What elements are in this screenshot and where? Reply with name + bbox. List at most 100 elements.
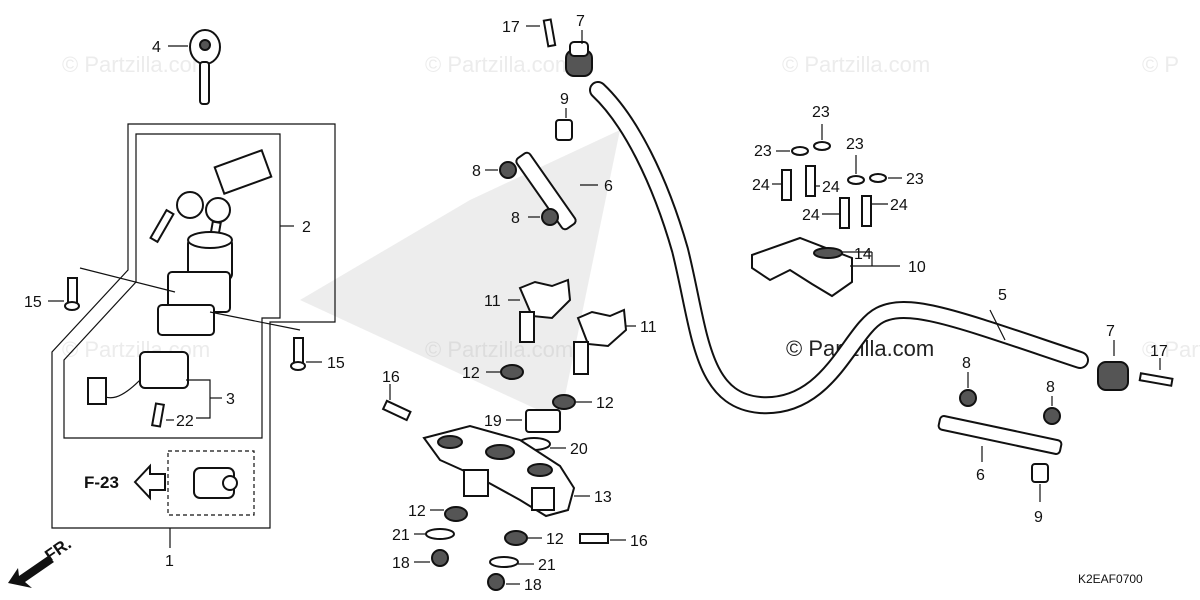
lock-cylinder-part [193, 467, 238, 499]
watermark: © Partzilla.com [62, 52, 210, 77]
reference-box [167, 450, 255, 516]
callout-12: 12 [596, 395, 614, 412]
callout-7: 7 [576, 13, 585, 30]
callout-22: 22 [176, 413, 194, 430]
bolt-part [579, 533, 609, 544]
callout-24: 24 [802, 207, 820, 224]
callout-16: 16 [630, 533, 648, 550]
callout-17: 17 [502, 19, 520, 36]
callout-8: 8 [962, 355, 971, 372]
callout-24: 24 [890, 197, 908, 214]
callout-12: 12 [546, 531, 564, 548]
watermark: © P [1142, 52, 1179, 77]
bushing-part [444, 506, 468, 522]
background-hatch [300, 130, 620, 420]
callout-15: 15 [24, 294, 42, 311]
top-bridge-part [422, 424, 576, 518]
leader-line [79, 267, 176, 293]
bolt-part [542, 18, 557, 48]
callout-1: 1 [165, 553, 174, 570]
bolt-head [290, 361, 306, 371]
bolt-part [781, 169, 792, 201]
callout-23: 23 [846, 136, 864, 153]
nut-part [525, 409, 561, 433]
bolt-head [64, 301, 80, 311]
callout-17: 17 [1150, 343, 1168, 360]
weight-rod-part [937, 415, 1063, 455]
callout-24: 24 [822, 179, 840, 196]
callout-19: 19 [484, 413, 502, 430]
callout-12: 12 [462, 365, 480, 382]
nut-part [1043, 407, 1061, 425]
callout-11: 11 [640, 319, 657, 336]
end-weight-part [1097, 361, 1129, 391]
screw-part [150, 402, 166, 428]
upper-holder-part [751, 236, 853, 298]
callout-4: 4 [152, 39, 161, 56]
callout-8: 8 [1046, 379, 1055, 396]
callout-21: 21 [538, 557, 556, 574]
washer-part [791, 146, 809, 156]
callout-13: 13 [594, 489, 612, 506]
callout-23: 23 [812, 104, 830, 121]
callout-7: 7 [1106, 323, 1115, 340]
reference-label: F-23 [84, 473, 119, 492]
callout-3: 3 [226, 391, 235, 408]
bushing-part [552, 394, 576, 410]
washer-part [847, 175, 865, 185]
watermark: © Partzilla.com [425, 337, 573, 362]
callout-18: 18 [392, 555, 410, 572]
ignition-switch-part [157, 231, 233, 336]
diagram-code: K2EAF0700 [1078, 572, 1143, 586]
front-direction-arrow-icon [8, 556, 54, 588]
callout-9: 9 [560, 91, 569, 108]
callout-2: 2 [302, 219, 311, 236]
bolt-part [839, 197, 850, 229]
callout-20: 20 [570, 441, 588, 458]
callout-9: 9 [1034, 509, 1043, 526]
callout-21: 21 [392, 527, 410, 544]
weight-rod-part [515, 151, 577, 231]
clip-part [1031, 463, 1049, 483]
callout-18: 18 [524, 577, 542, 594]
nut-part [541, 208, 559, 226]
washer-part [489, 556, 519, 568]
watermark: © Partzilla.com [782, 52, 930, 77]
bolt-part [861, 195, 872, 227]
nut-part [959, 389, 977, 407]
bushing-part [500, 364, 524, 380]
end-weight-part [565, 41, 593, 77]
key-set-part [149, 149, 273, 256]
nut-part [499, 161, 517, 179]
bolt-part [381, 399, 412, 422]
leader-line [209, 311, 301, 331]
callout-8: 8 [472, 163, 481, 180]
nut-part [487, 573, 505, 591]
handlebar-fill [591, 83, 1087, 413]
callout-12: 12 [408, 503, 426, 520]
bushing-part [504, 530, 528, 546]
nut-part [431, 549, 449, 567]
callout-14: 14 [854, 246, 872, 263]
leader-line [989, 309, 1006, 341]
assembly-frame-inner [63, 133, 281, 439]
watermark: © Partzilla.com [1142, 337, 1200, 362]
switch-harness-part [87, 351, 189, 405]
callout-23: 23 [754, 143, 772, 160]
key-part [189, 29, 221, 105]
callout-10: 10 [908, 259, 926, 276]
callout-8: 8 [511, 210, 520, 227]
callout-6: 6 [604, 178, 613, 195]
callout-23: 23 [906, 171, 924, 188]
washer-part [869, 173, 887, 183]
bolt-part [805, 165, 816, 197]
callout-11: 11 [484, 293, 501, 310]
arrow-left-icon [133, 463, 166, 501]
riser-part [573, 308, 628, 375]
callout-6: 6 [976, 467, 985, 484]
clip-part [555, 119, 573, 141]
washer-part [425, 528, 455, 540]
riser-part [518, 278, 572, 343]
